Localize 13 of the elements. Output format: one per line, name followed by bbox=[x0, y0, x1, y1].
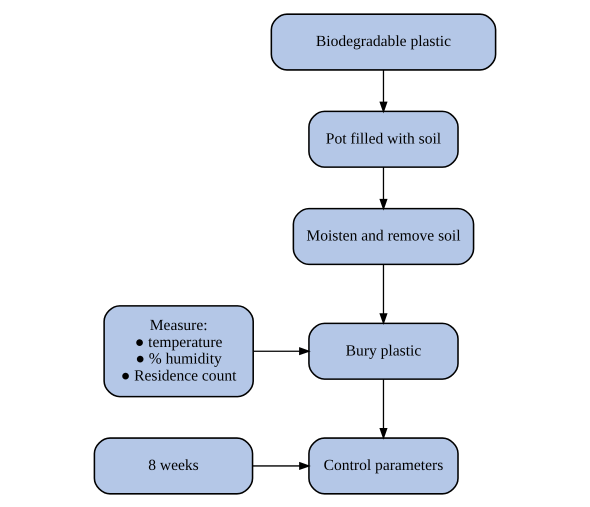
arrow bbox=[379, 379, 388, 440]
node-box: Bury plastic bbox=[308, 322, 459, 380]
node-box: Pot filled with soil bbox=[308, 110, 459, 168]
arrow bbox=[379, 166, 388, 210]
arrow bbox=[379, 70, 388, 113]
node-box: Moisten and remove soil bbox=[292, 207, 474, 265]
arrow bbox=[379, 264, 388, 324]
node-box: Control parameters bbox=[308, 436, 459, 494]
node-box: Measure: ● temperature ● % humidity ● Residence count bbox=[103, 304, 254, 397]
node-box: Biodegradable plastic bbox=[270, 12, 496, 70]
node-box: 8 weeks bbox=[94, 436, 254, 494]
arrow bbox=[252, 461, 311, 470]
arrow bbox=[253, 346, 311, 355]
